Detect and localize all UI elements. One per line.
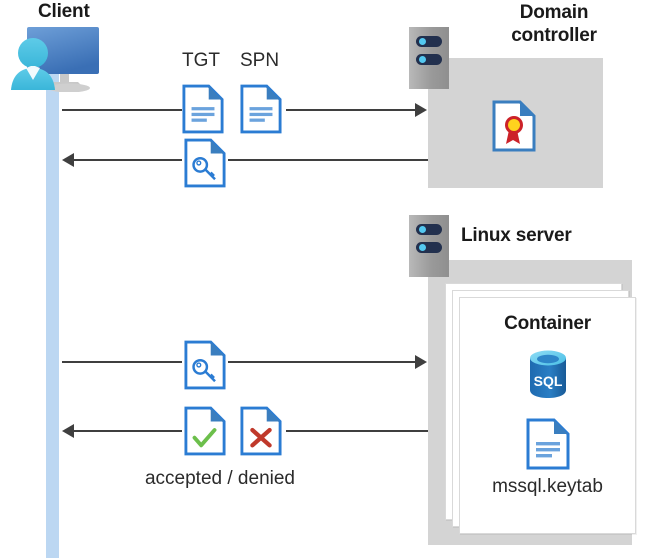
sql-database-icon: SQL [526,348,570,405]
domain-controller-title-line1: Domain [519,2,589,23]
keytab-label: mssql.keytab [492,476,603,497]
msg-4-arrowhead [62,424,74,438]
container-title: Container [504,313,591,334]
msg-3-arrowhead [415,355,427,369]
tgt-label: TGT [182,50,220,71]
key-document-icon-linux [184,340,226,395]
msg-3-line-right [228,361,416,363]
msg-1-arrowhead [415,103,427,117]
msg-2-arrowhead [62,153,74,167]
certificate-document-icon [492,100,536,157]
client-title: Client [38,1,90,22]
client-lifeline [46,62,59,558]
accepted-denied-caption: accepted / denied [144,468,295,489]
spn-label: SPN [240,50,280,71]
container-card-front[interactable]: Container SQL [459,297,636,534]
tgt-document-icon [182,84,224,139]
user-monitor-icon [6,20,106,93]
msg-1-line-left [62,109,182,111]
spn-document-icon [240,84,282,139]
accepted-check-document-icon [184,406,226,461]
domain-controller-server-icon [409,27,449,89]
msg-2-line-left [74,159,182,161]
msg-4-line-right [286,430,428,432]
linux-server-title: Linux server [461,225,572,246]
msg-1-line-right [286,109,416,111]
domain-controller-title-line2: controller [511,25,597,46]
msg-3-line-left [62,361,182,363]
denied-cross-document-icon [240,406,282,461]
keytab-document-icon [526,418,570,475]
linux-server-server-icon [409,215,449,277]
svg-text:SQL: SQL [534,373,563,389]
msg-4-line-left [74,430,182,432]
key-document-icon-dc [184,138,226,193]
msg-2-line-right [228,159,428,161]
